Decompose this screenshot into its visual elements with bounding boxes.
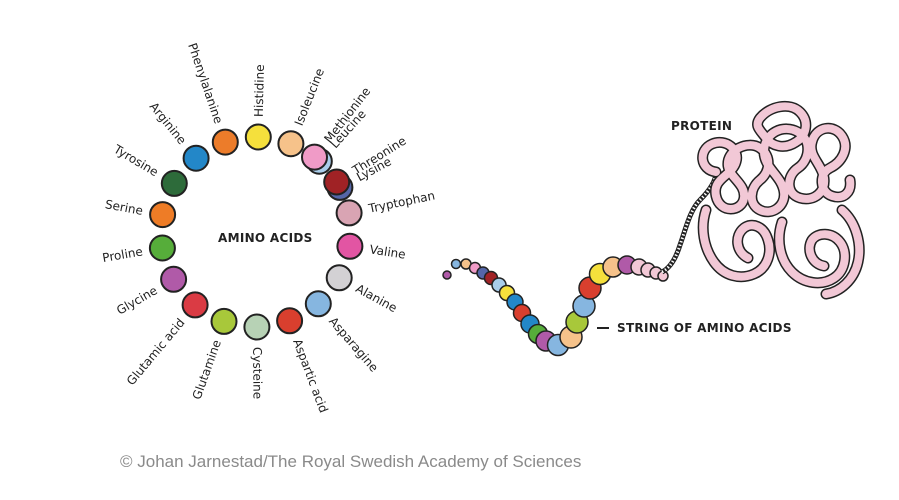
amino-acid-label-serine: Serine xyxy=(104,197,144,218)
amino-acid-bead-glutamic-acid xyxy=(181,291,209,319)
amino-acid-bead-threonine xyxy=(323,168,351,196)
amino-acid-bead-valine xyxy=(336,232,364,260)
amino-acid-bead-aspartic-acid xyxy=(276,307,304,335)
amino-acid-bead-tyrosine xyxy=(160,169,188,197)
amino-acid-label-valine: Valine xyxy=(369,242,407,261)
amino-acid-label-arginine: Arginine xyxy=(147,100,189,147)
amino-acid-label-tyrosine: Tyrosine xyxy=(110,142,160,180)
copyright-credit: © Johan Jarnestad/The Royal Swedish Acad… xyxy=(120,452,582,471)
ring-title: AMINO ACIDS xyxy=(218,231,313,245)
amino-acid-label-glycine: Glycine xyxy=(114,283,160,317)
amino-acid-label-proline: Proline xyxy=(101,244,143,265)
amino-acid-bead-histidine xyxy=(244,123,272,151)
amino-acid-bead-asparagine xyxy=(304,290,332,318)
amino-acid-bead-isoleucine xyxy=(277,130,305,158)
amino-acid-bead-tryptophan xyxy=(335,199,363,227)
amino-acid-label-asparagine: Asparagine xyxy=(326,314,381,374)
string-label: STRING OF AMINO ACIDS xyxy=(617,321,792,335)
amino-acid-label-phenylalanine: Phenylalanine xyxy=(185,41,225,125)
amino-acid-bead-proline xyxy=(148,234,176,262)
amino-acid-label-glutamine: Glutamine xyxy=(190,338,224,401)
amino-acid-label-glutamic-acid: Glutamic acid xyxy=(124,316,188,388)
amino-acid-bead-methionine xyxy=(301,143,328,171)
amino-acid-string xyxy=(442,255,669,357)
amino-acid-bead-glycine xyxy=(160,265,188,293)
amino-acid-ring: LysineLeucineIsoleucineHistidinePhenylal… xyxy=(101,41,436,414)
protein-ribbon-fill xyxy=(698,102,864,298)
amino-acid-bead-cysteine xyxy=(243,313,271,341)
amino-acid-label-aspartic-acid: Aspartic acid xyxy=(290,337,331,415)
amino-acid-label-cysteine: Cysteine xyxy=(250,347,264,399)
protein-label: PROTEIN xyxy=(671,119,732,133)
amino-acid-bead-arginine xyxy=(182,144,210,172)
protein-fold xyxy=(660,100,865,300)
string-bead xyxy=(450,258,462,270)
amino-acid-label-alanine: Alanine xyxy=(353,281,399,315)
amino-acid-bead-glutamine xyxy=(210,307,238,335)
amino-acid-label-isoleucine: Isoleucine xyxy=(292,66,327,127)
string-bead xyxy=(442,270,452,280)
amino-acid-label-histidine: Histidine xyxy=(252,64,267,117)
amino-acid-bead-phenylalanine xyxy=(211,128,239,156)
amino-acid-label-tryptophan: Tryptophan xyxy=(366,188,436,215)
amino-acid-bead-serine xyxy=(149,201,177,229)
amino-acid-bead-alanine xyxy=(325,264,353,292)
